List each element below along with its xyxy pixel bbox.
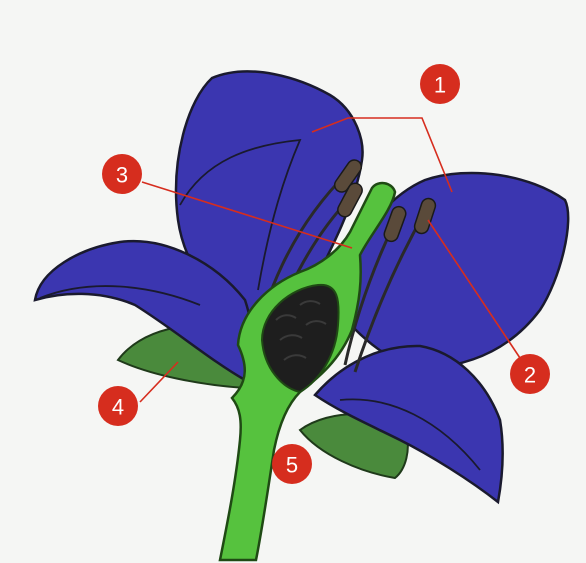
callout-1: 1 [420, 64, 460, 104]
callout-3-label: 3 [116, 163, 128, 188]
callout-3: 3 [102, 154, 142, 194]
callout-5-label: 5 [286, 453, 298, 478]
callout-2-label: 2 [524, 363, 536, 388]
callout-5: 5 [272, 444, 312, 484]
callout-1-label: 1 [434, 73, 446, 98]
callout-4: 4 [98, 386, 138, 426]
callout-2: 2 [510, 354, 550, 394]
callout-4-label: 4 [112, 395, 124, 420]
